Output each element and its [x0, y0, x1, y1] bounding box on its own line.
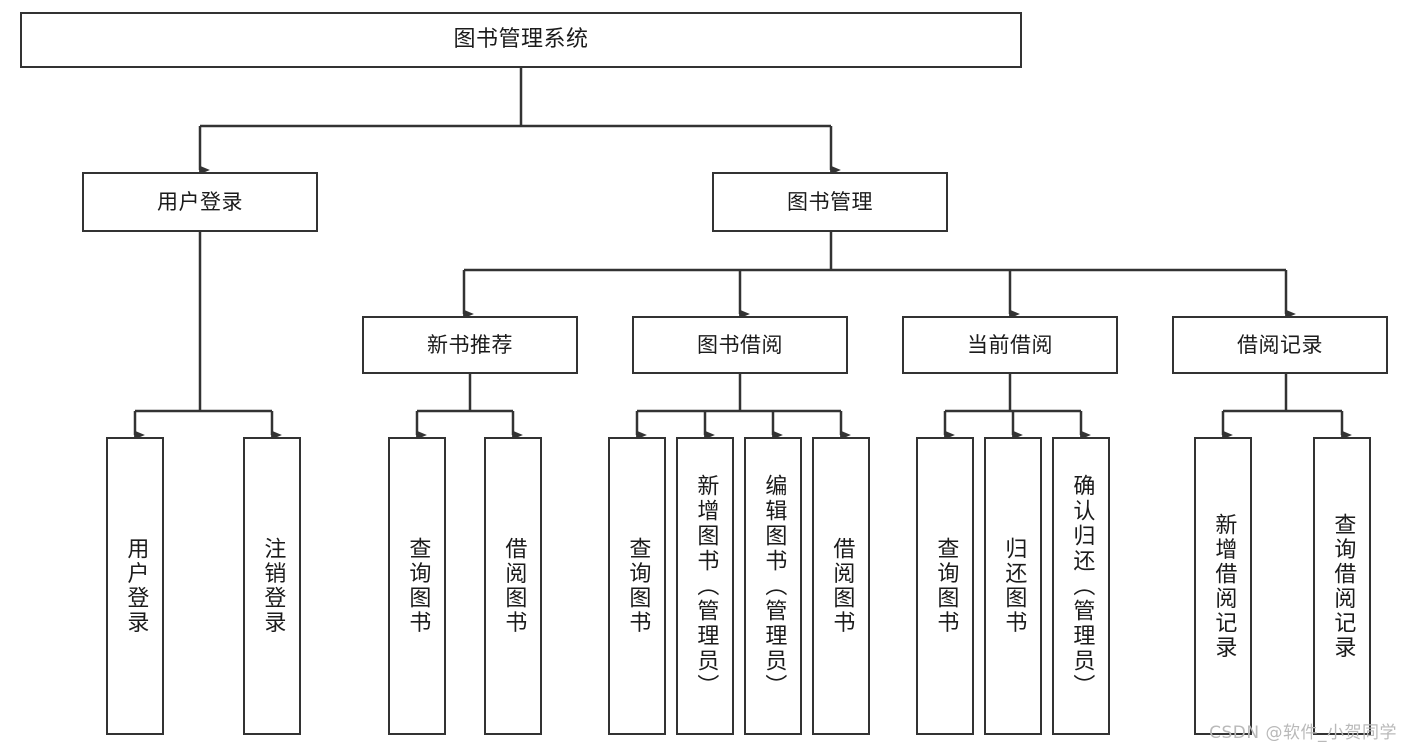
node-leaf-add-book-admin-label: 新增图书（管理员） [693, 473, 719, 699]
node-user-login-label: 用户登录 [157, 189, 243, 214]
node-leaf-confirm-return-admin-label: 确认归还（管理员） [1069, 473, 1095, 699]
node-borrow-record[interactable]: 借阅记录 [1172, 316, 1388, 374]
node-leaf-borrow-book-2-label: 借阅图书 [829, 537, 855, 635]
node-leaf-logout-login-label: 注销登录 [260, 537, 286, 635]
node-leaf-edit-book-admin[interactable]: 编辑图书（管理员） [744, 437, 802, 735]
node-leaf-query-book-1-label: 查询图书 [405, 537, 431, 635]
node-book-manage[interactable]: 图书管理 [712, 172, 948, 232]
node-leaf-user-login-label: 用户登录 [123, 537, 149, 635]
node-leaf-borrow-book-2[interactable]: 借阅图书 [812, 437, 870, 735]
node-leaf-query-book-2[interactable]: 查询图书 [608, 437, 666, 735]
node-leaf-borrow-book-1-label: 借阅图书 [501, 537, 527, 635]
node-leaf-edit-book-admin-label: 编辑图书（管理员） [761, 473, 787, 699]
node-current-borrow[interactable]: 当前借阅 [902, 316, 1118, 374]
node-leaf-user-login[interactable]: 用户登录 [106, 437, 164, 735]
csdn-watermark: CSDN @软件_小贺同学 [1209, 723, 1397, 743]
node-leaf-query-book-3-label: 查询图书 [933, 537, 959, 635]
node-book-borrow-label: 图书借阅 [697, 332, 783, 357]
node-new-book-recommend-label: 新书推荐 [427, 332, 513, 357]
node-borrow-record-label: 借阅记录 [1237, 332, 1323, 357]
node-leaf-return-book[interactable]: 归还图书 [984, 437, 1042, 735]
node-leaf-return-book-label: 归还图书 [1001, 537, 1027, 635]
node-root-label: 图书管理系统 [453, 27, 589, 53]
node-leaf-query-borrow-record[interactable]: 查询借阅记录 [1313, 437, 1371, 735]
node-leaf-borrow-book-1[interactable]: 借阅图书 [484, 437, 542, 735]
node-leaf-confirm-return-admin[interactable]: 确认归还（管理员） [1052, 437, 1110, 735]
node-leaf-query-book-2-label: 查询图书 [625, 537, 651, 635]
node-leaf-add-borrow-record[interactable]: 新增借阅记录 [1194, 437, 1252, 735]
node-leaf-query-book-1[interactable]: 查询图书 [388, 437, 446, 735]
node-leaf-logout-login[interactable]: 注销登录 [243, 437, 301, 735]
node-leaf-add-borrow-record-label: 新增借阅记录 [1211, 512, 1237, 660]
node-current-borrow-label: 当前借阅 [967, 332, 1053, 357]
node-root[interactable]: 图书管理系统 [20, 12, 1022, 68]
node-leaf-query-book-3[interactable]: 查询图书 [916, 437, 974, 735]
node-new-book-recommend[interactable]: 新书推荐 [362, 316, 578, 374]
node-book-manage-label: 图书管理 [787, 189, 873, 214]
node-user-login[interactable]: 用户登录 [82, 172, 318, 232]
node-leaf-add-book-admin[interactable]: 新增图书（管理员） [676, 437, 734, 735]
node-leaf-query-borrow-record-label: 查询借阅记录 [1330, 512, 1356, 660]
node-book-borrow[interactable]: 图书借阅 [632, 316, 848, 374]
